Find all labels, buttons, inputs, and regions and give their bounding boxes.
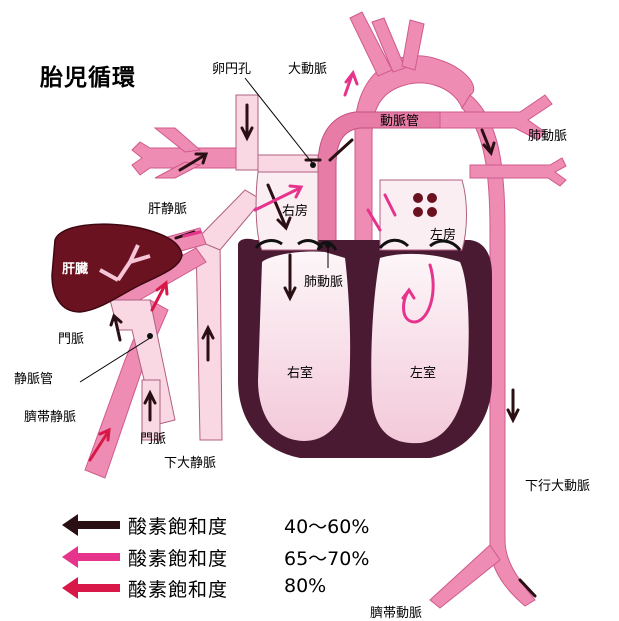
- legend-range: 80%: [284, 575, 326, 597]
- legend-range: 65～70%: [284, 544, 369, 571]
- foramen-ovale-marker: [310, 162, 316, 168]
- label-right-atrium: 右房: [282, 200, 308, 219]
- legend-row-dark: 酸素飽和度 40～60%: [62, 512, 482, 538]
- legend-range: 40～60%: [284, 512, 369, 539]
- label-portal-vein-upper: 門脈: [58, 328, 84, 347]
- label-aorta: 大動脈: [288, 58, 327, 77]
- pulmonary-branch-lower: [470, 158, 566, 186]
- label-hepatic-vein: 肝静脈: [148, 198, 187, 217]
- arrow-red-icon: [62, 577, 120, 599]
- label-liver: 肝臓: [62, 258, 88, 277]
- label-left-atrium: 左房: [430, 224, 456, 243]
- pulmonary-vein-upper: [258, 155, 318, 172]
- legend-text: 酸素飽和度: [128, 512, 228, 539]
- label-pulmonary-artery-upper: 肺動脈: [528, 125, 567, 144]
- label-ductus-arteriosus: 動脈管: [380, 110, 419, 129]
- label-left-ventricle: 左室: [410, 362, 436, 381]
- label-foramen-ovale: 卵円孔: [212, 58, 251, 77]
- ductus-venosus-marker: [147, 333, 153, 339]
- legend-row-red: 酸素飽和度 80%: [62, 575, 482, 601]
- label-umbilical-artery: 臍帯動脈: [370, 602, 422, 621]
- legend-text: 酸素飽和度: [128, 575, 228, 602]
- legend-text: 酸素飽和度: [128, 544, 228, 571]
- left-ventricle-chamber: [371, 254, 468, 443]
- arrow-dark-icon: [62, 514, 120, 536]
- arrow-magenta-icon: [62, 546, 120, 568]
- pulmonary-artery-marker: [325, 242, 331, 248]
- label-umbilical-vein: 臍帯静脈: [24, 406, 76, 425]
- label-ductus-venosus: 静脈管: [14, 368, 53, 387]
- legend-row-magenta: 酸素飽和度 65～70%: [62, 544, 482, 570]
- page-title: 胎児循環: [40, 58, 136, 92]
- label-pulmonary-artery-mid: 肺動脈: [304, 271, 343, 290]
- label-descending-aorta: 下行大動脈: [525, 475, 590, 494]
- label-inferior-vena-cava: 下大静脈: [164, 452, 216, 471]
- label-right-ventricle: 右室: [287, 362, 313, 381]
- label-portal-vein-lower: 門脈: [140, 428, 166, 447]
